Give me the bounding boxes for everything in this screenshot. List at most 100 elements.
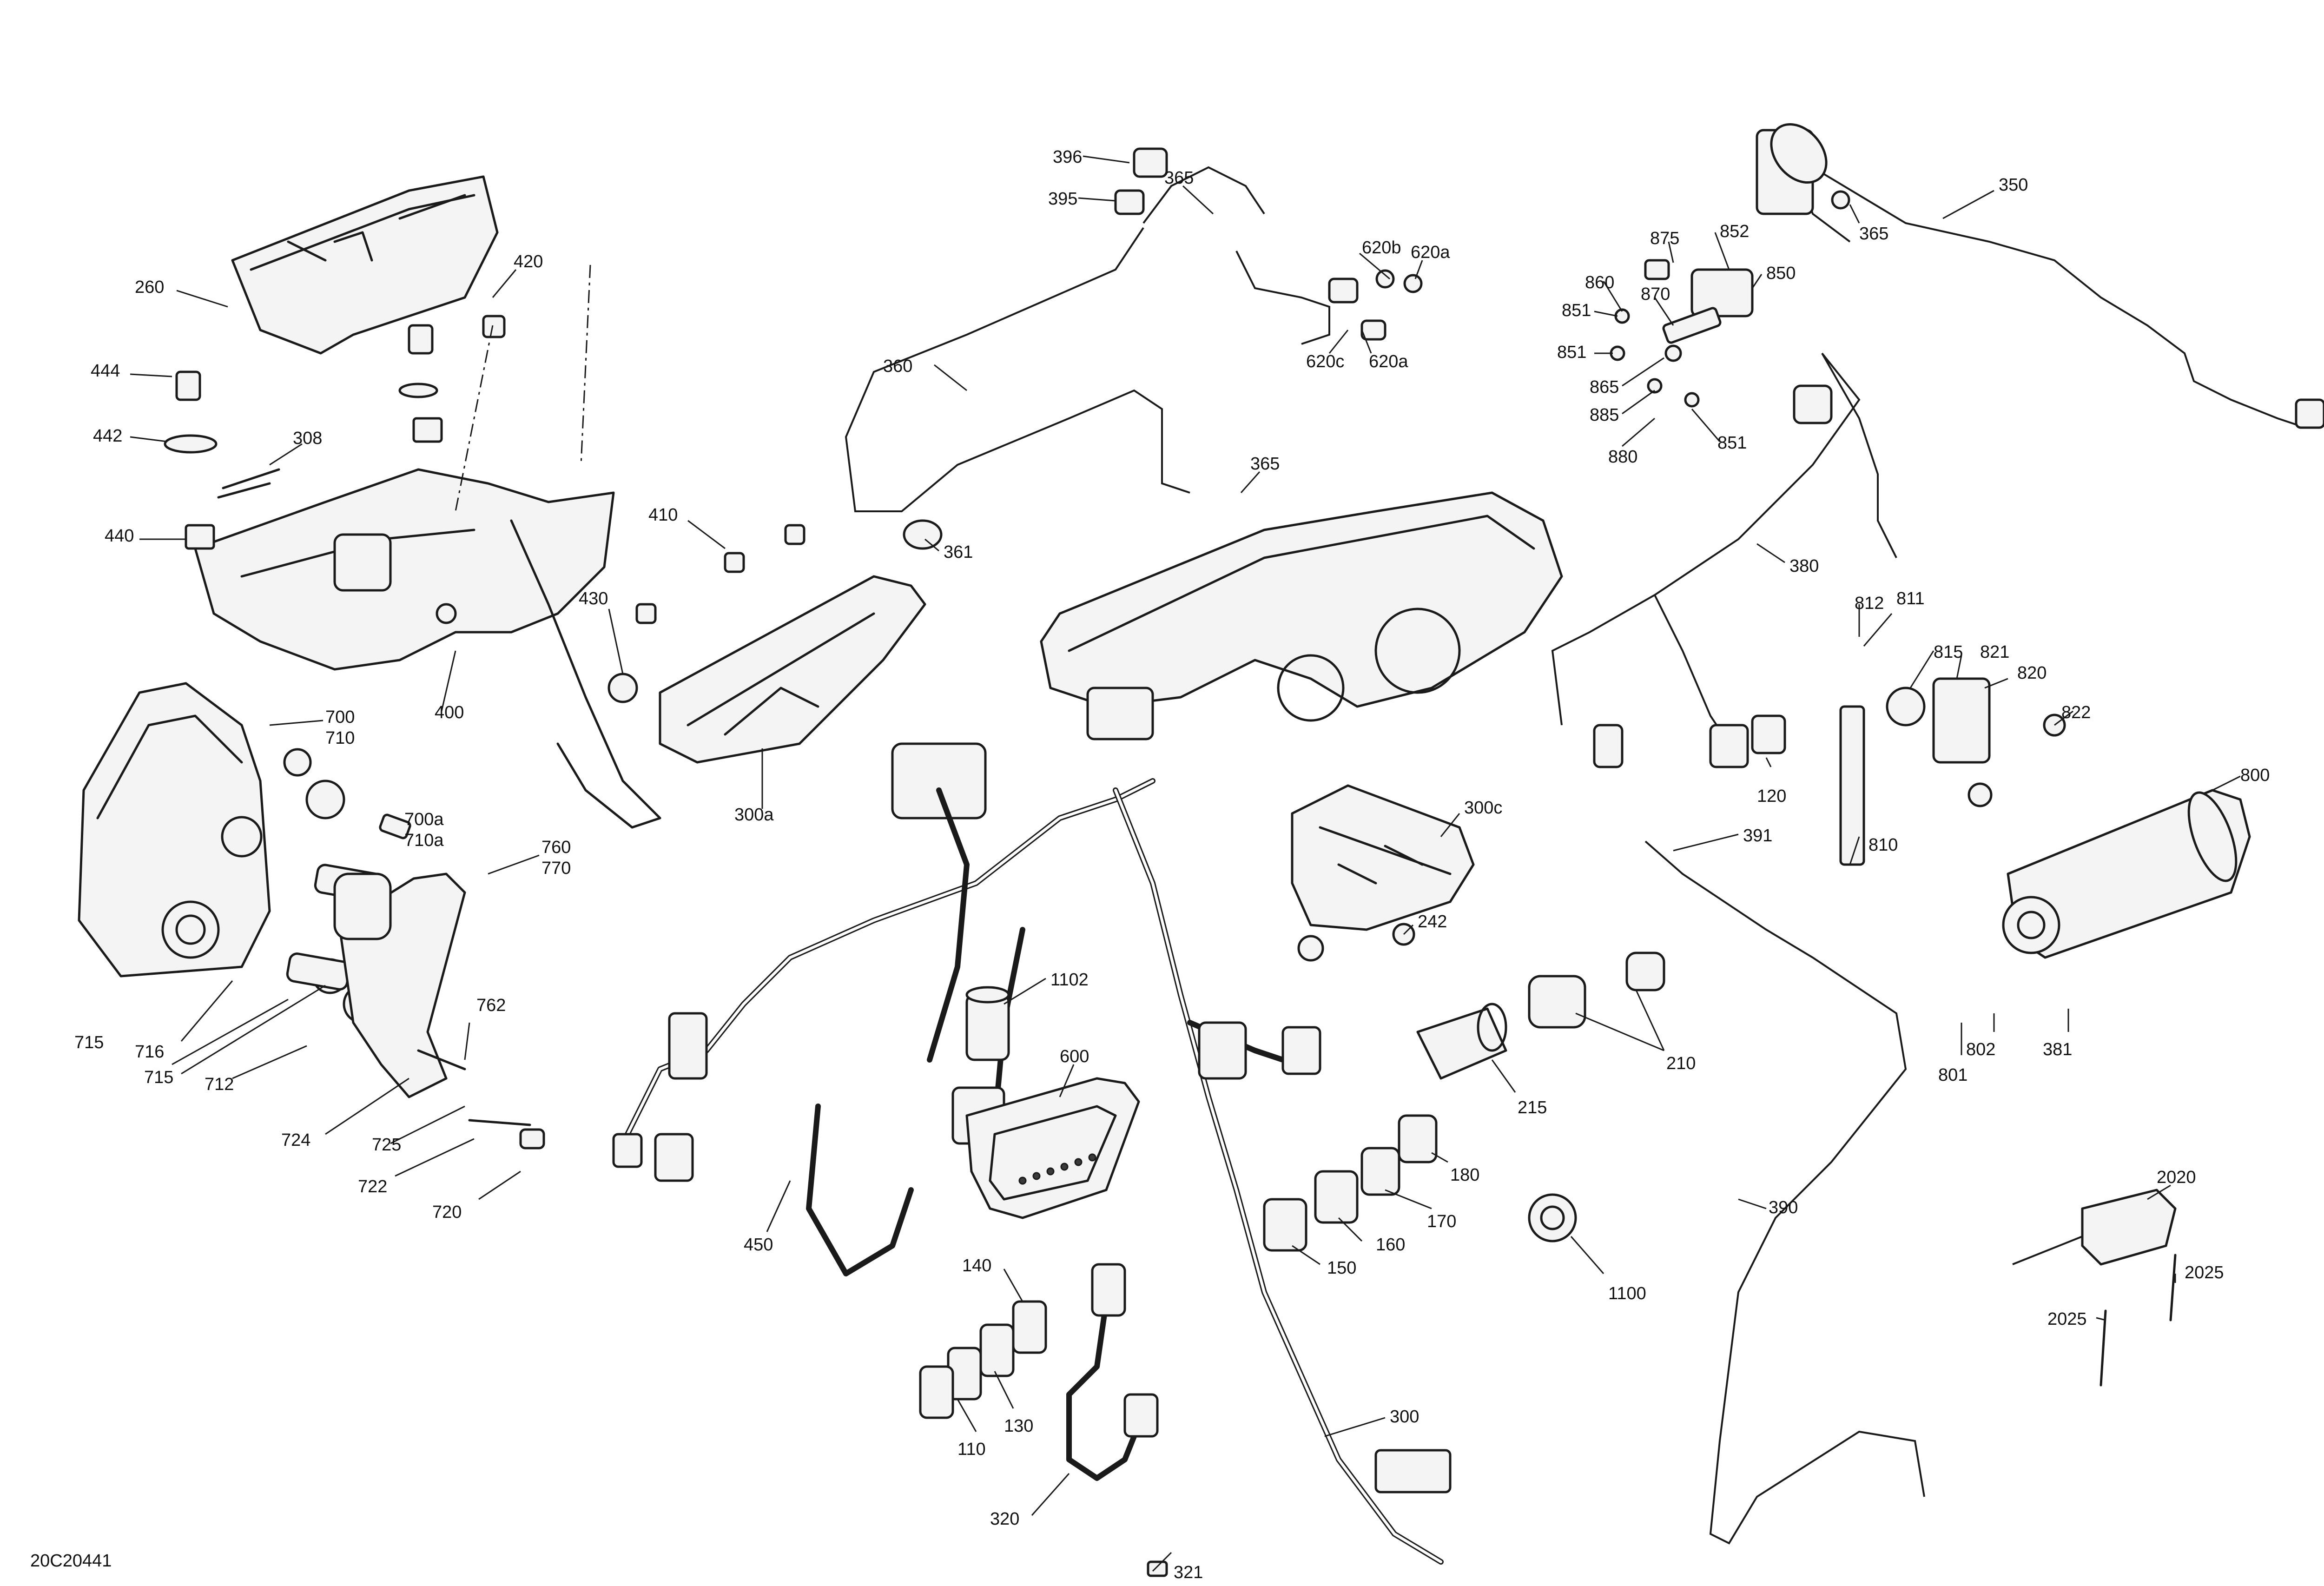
- fasteners-left-upper: [164, 264, 591, 550]
- callout: 350: [1999, 175, 2028, 195]
- callout: 390: [1769, 1198, 1798, 1217]
- callout: 620a: [1411, 243, 1450, 262]
- part-harness-380: [1551, 352, 1897, 768]
- callout: 400: [435, 703, 464, 722]
- part-panel-300a: [607, 524, 926, 764]
- callout: 391: [1743, 826, 1772, 846]
- callout: 1100: [1608, 1284, 1646, 1303]
- callout: 770: [541, 859, 571, 878]
- callout: 2025: [2047, 1309, 2087, 1329]
- switches-lower-center: [1263, 1114, 1438, 1252]
- part-harness-320: [1066, 1263, 1168, 1577]
- callout-labels: 396 395 365 620b 620a 620c 620a 360 365 …: [30, 147, 2270, 1582]
- callout: 380: [1789, 556, 1819, 576]
- callout: 880: [1608, 447, 1637, 467]
- callout: 130: [1004, 1416, 1033, 1436]
- callout: 820: [2017, 663, 2047, 683]
- callout: 710a: [404, 831, 444, 850]
- part-cable-390: [1644, 840, 1925, 1545]
- callout: 815: [1934, 642, 1963, 662]
- callout: 320: [990, 1509, 1019, 1529]
- callout: 444: [91, 361, 120, 381]
- callout: 716: [135, 1042, 164, 1062]
- part-panel-300c: [1291, 784, 1475, 962]
- callout: 821: [1980, 642, 2009, 662]
- part-headlight-760: [333, 872, 545, 1150]
- callout: 420: [514, 252, 543, 271]
- callout: 885: [1590, 405, 1619, 425]
- callout: 170: [1427, 1212, 1456, 1231]
- callout: 762: [476, 996, 506, 1015]
- callout: 760: [541, 838, 571, 857]
- callout: 300: [1390, 1407, 1419, 1427]
- callout: 321: [1174, 1563, 1203, 1582]
- callout: 430: [579, 589, 608, 608]
- part-cover-260: [231, 175, 499, 355]
- parts-relay-850: [1610, 190, 1850, 408]
- part-main-harness-300: [612, 778, 1452, 1565]
- callout: 120: [1757, 786, 1786, 806]
- part-bracket-400: [194, 468, 661, 829]
- callout: 2025: [2185, 1263, 2224, 1282]
- callout: 360: [883, 357, 912, 376]
- part-winch-800: [1751, 677, 2251, 959]
- callout: 865: [1590, 377, 1619, 397]
- callout: 712: [205, 1075, 234, 1094]
- drawing-code: 20C20441: [30, 1551, 112, 1571]
- part-socket-1102: [965, 986, 1010, 1061]
- leader-lines: [130, 155, 2241, 1572]
- part-display-600: [965, 1077, 1140, 1219]
- callout: 396: [1053, 147, 1082, 167]
- callout: 802: [1966, 1040, 1995, 1059]
- callout: 361: [944, 542, 973, 562]
- callout: 180: [1450, 1165, 1479, 1185]
- callout: 875: [1650, 229, 1679, 248]
- callout: 410: [648, 505, 678, 525]
- callout: 851: [1557, 343, 1586, 362]
- callout: 308: [293, 429, 322, 448]
- callout: 442: [93, 426, 122, 446]
- callout: 365: [1164, 168, 1194, 188]
- callout: 620b: [1362, 238, 1401, 258]
- callout: 365: [1859, 224, 1888, 244]
- callout: 811: [1896, 589, 1925, 608]
- callout: 1102: [1050, 970, 1089, 990]
- callout: 715: [74, 1033, 104, 1052]
- callout: 722: [358, 1177, 387, 1196]
- callout: 724: [281, 1130, 310, 1150]
- callout: 620a: [1369, 352, 1408, 371]
- callout: 851: [1717, 433, 1747, 453]
- callout: 822: [2061, 703, 2091, 722]
- part-remote-2020: [2012, 1189, 2177, 1387]
- switches-lower-left: [919, 1300, 1047, 1419]
- callout: 810: [1868, 835, 1898, 855]
- part-gauge-support: [891, 491, 1563, 819]
- callout: 710: [325, 728, 355, 748]
- callout: 800: [2240, 766, 2270, 785]
- callout: 381: [2043, 1040, 2072, 1059]
- callout: 260: [135, 278, 164, 297]
- callout: 725: [372, 1135, 401, 1155]
- callout: 440: [105, 526, 134, 546]
- callout: 450: [744, 1235, 773, 1255]
- callout: 801: [1938, 1065, 1967, 1085]
- callout: 715: [144, 1068, 173, 1087]
- part-cable-360: [845, 147, 1423, 550]
- callout: 600: [1060, 1047, 1089, 1066]
- callout: 700: [325, 707, 355, 727]
- callout: 242: [1418, 912, 1447, 932]
- callout: 150: [1327, 1258, 1356, 1278]
- callout: 365: [1250, 454, 1280, 474]
- callout: 620c: [1306, 352, 1344, 371]
- callout: 870: [1641, 284, 1670, 304]
- callout: 110: [957, 1440, 986, 1459]
- callout: 300c: [1464, 798, 1502, 818]
- callout: 2020: [2157, 1168, 2196, 1187]
- part-harness-350: [1756, 123, 2324, 429]
- callout: 850: [1766, 264, 1796, 283]
- callout: 215: [1518, 1098, 1547, 1117]
- callout: 395: [1048, 189, 1077, 209]
- callout: 812: [1855, 594, 1884, 613]
- callout: 720: [432, 1203, 462, 1222]
